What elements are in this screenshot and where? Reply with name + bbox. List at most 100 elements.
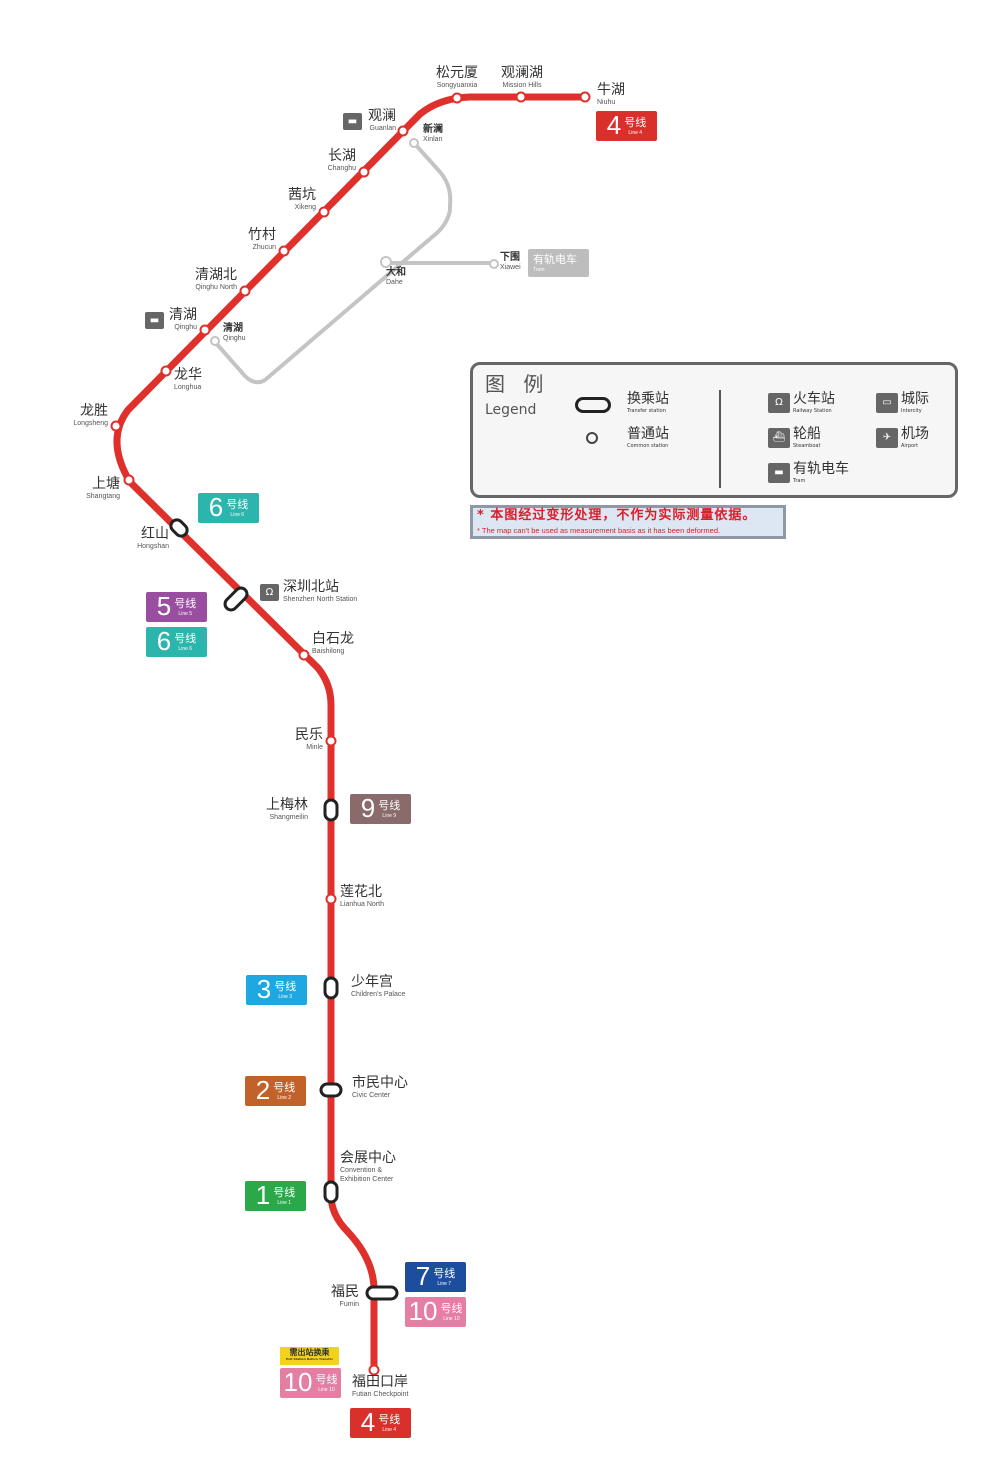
transfer-marker-fumin[interactable] [365,1285,399,1301]
transfer-marker-convention[interactable] [323,1180,339,1204]
station-name-zh: 福田口岸 [352,1374,408,1390]
station-marker-lianhua-north[interactable] [325,893,337,905]
transfer-marker-civic-center[interactable] [319,1082,343,1098]
transfer-marker-shenzhen-north[interactable] [223,586,250,613]
transfer-marker-childrens-palace[interactable] [323,976,339,1000]
tram-marker-xinlan[interactable] [409,138,419,148]
station-marker-guanlan[interactable] [397,125,409,137]
line-4-track [113,93,585,1370]
station-name-en: Minle [306,744,323,752]
airport-icon: ✈ [876,428,898,448]
station-name-en: Dahe [386,279,403,286]
station-marker-minle[interactable] [325,735,337,747]
legend-zh: 换乘站 [627,391,669,407]
badge-number: 6 [208,492,224,523]
station-name-zh: 少年宫 [351,974,393,990]
legend-title-en: Legend [485,402,537,418]
tram-marker-xiawei[interactable] [489,259,499,269]
badge-number: 10 [408,1296,438,1327]
station-marker-baishilong[interactable] [298,649,310,661]
badge-hx: 号线 [440,1301,463,1315]
transfer-marker-shangmeilin[interactable] [323,798,339,822]
station-marker-longsheng[interactable] [110,420,122,432]
legend-en: Railway Station [793,408,832,415]
station-marker-futian-checkpoint[interactable] [368,1364,380,1376]
tram-line-badge[interactable]: 有轨电车 Tram [528,249,589,277]
station-name-en: Fumin [339,1301,359,1309]
disclaimer-en: * The map can't be used as measurement b… [477,526,721,535]
tram-marker-qinghu[interactable] [210,336,220,346]
exit-transfer-en: Exit Station Before Transfer [285,1357,334,1361]
station-marker-zhucun[interactable] [278,245,290,257]
station-marker-longhua[interactable] [160,365,172,377]
transfer-station-symbol [575,397,611,413]
station-marker-changhu[interactable] [358,166,370,178]
station-name-zh: 清湖北 [195,267,237,283]
badge-hx: 号线 [273,1080,296,1094]
legend-divider [719,390,721,488]
station-marker-qinghu[interactable] [199,324,211,336]
badge-number: 7 [415,1261,431,1292]
station-name-zh: 长湖 [328,148,356,164]
transfer-marker-hongshan[interactable] [168,517,189,538]
station-marker-shangtang[interactable] [123,474,135,486]
station-marker-songyuanxia[interactable] [451,92,463,104]
tram-marker-dahe[interactable] [380,256,392,268]
tram-badge-zh: 有轨电车 [533,252,577,266]
station-marker-xikeng[interactable] [318,206,330,218]
legend-en: Airport [901,443,919,450]
badge-line: Line 1 [277,1200,292,1207]
legend-en: Common station [627,443,669,450]
station-marker-mission-hills[interactable] [515,91,527,103]
station-name-en: Civic Center [352,1092,391,1100]
station-name-zh: 松元厦 [436,65,478,81]
tram-icon: ▬ [768,463,790,483]
station-marker-qinghu-north[interactable] [239,285,251,297]
station-marker-niuhu[interactable] [579,91,591,103]
station-name-zh: 白石龙 [312,631,354,647]
station-name-en: Zhucun [252,244,276,252]
station-name-zh: 上梅林 [266,797,308,813]
